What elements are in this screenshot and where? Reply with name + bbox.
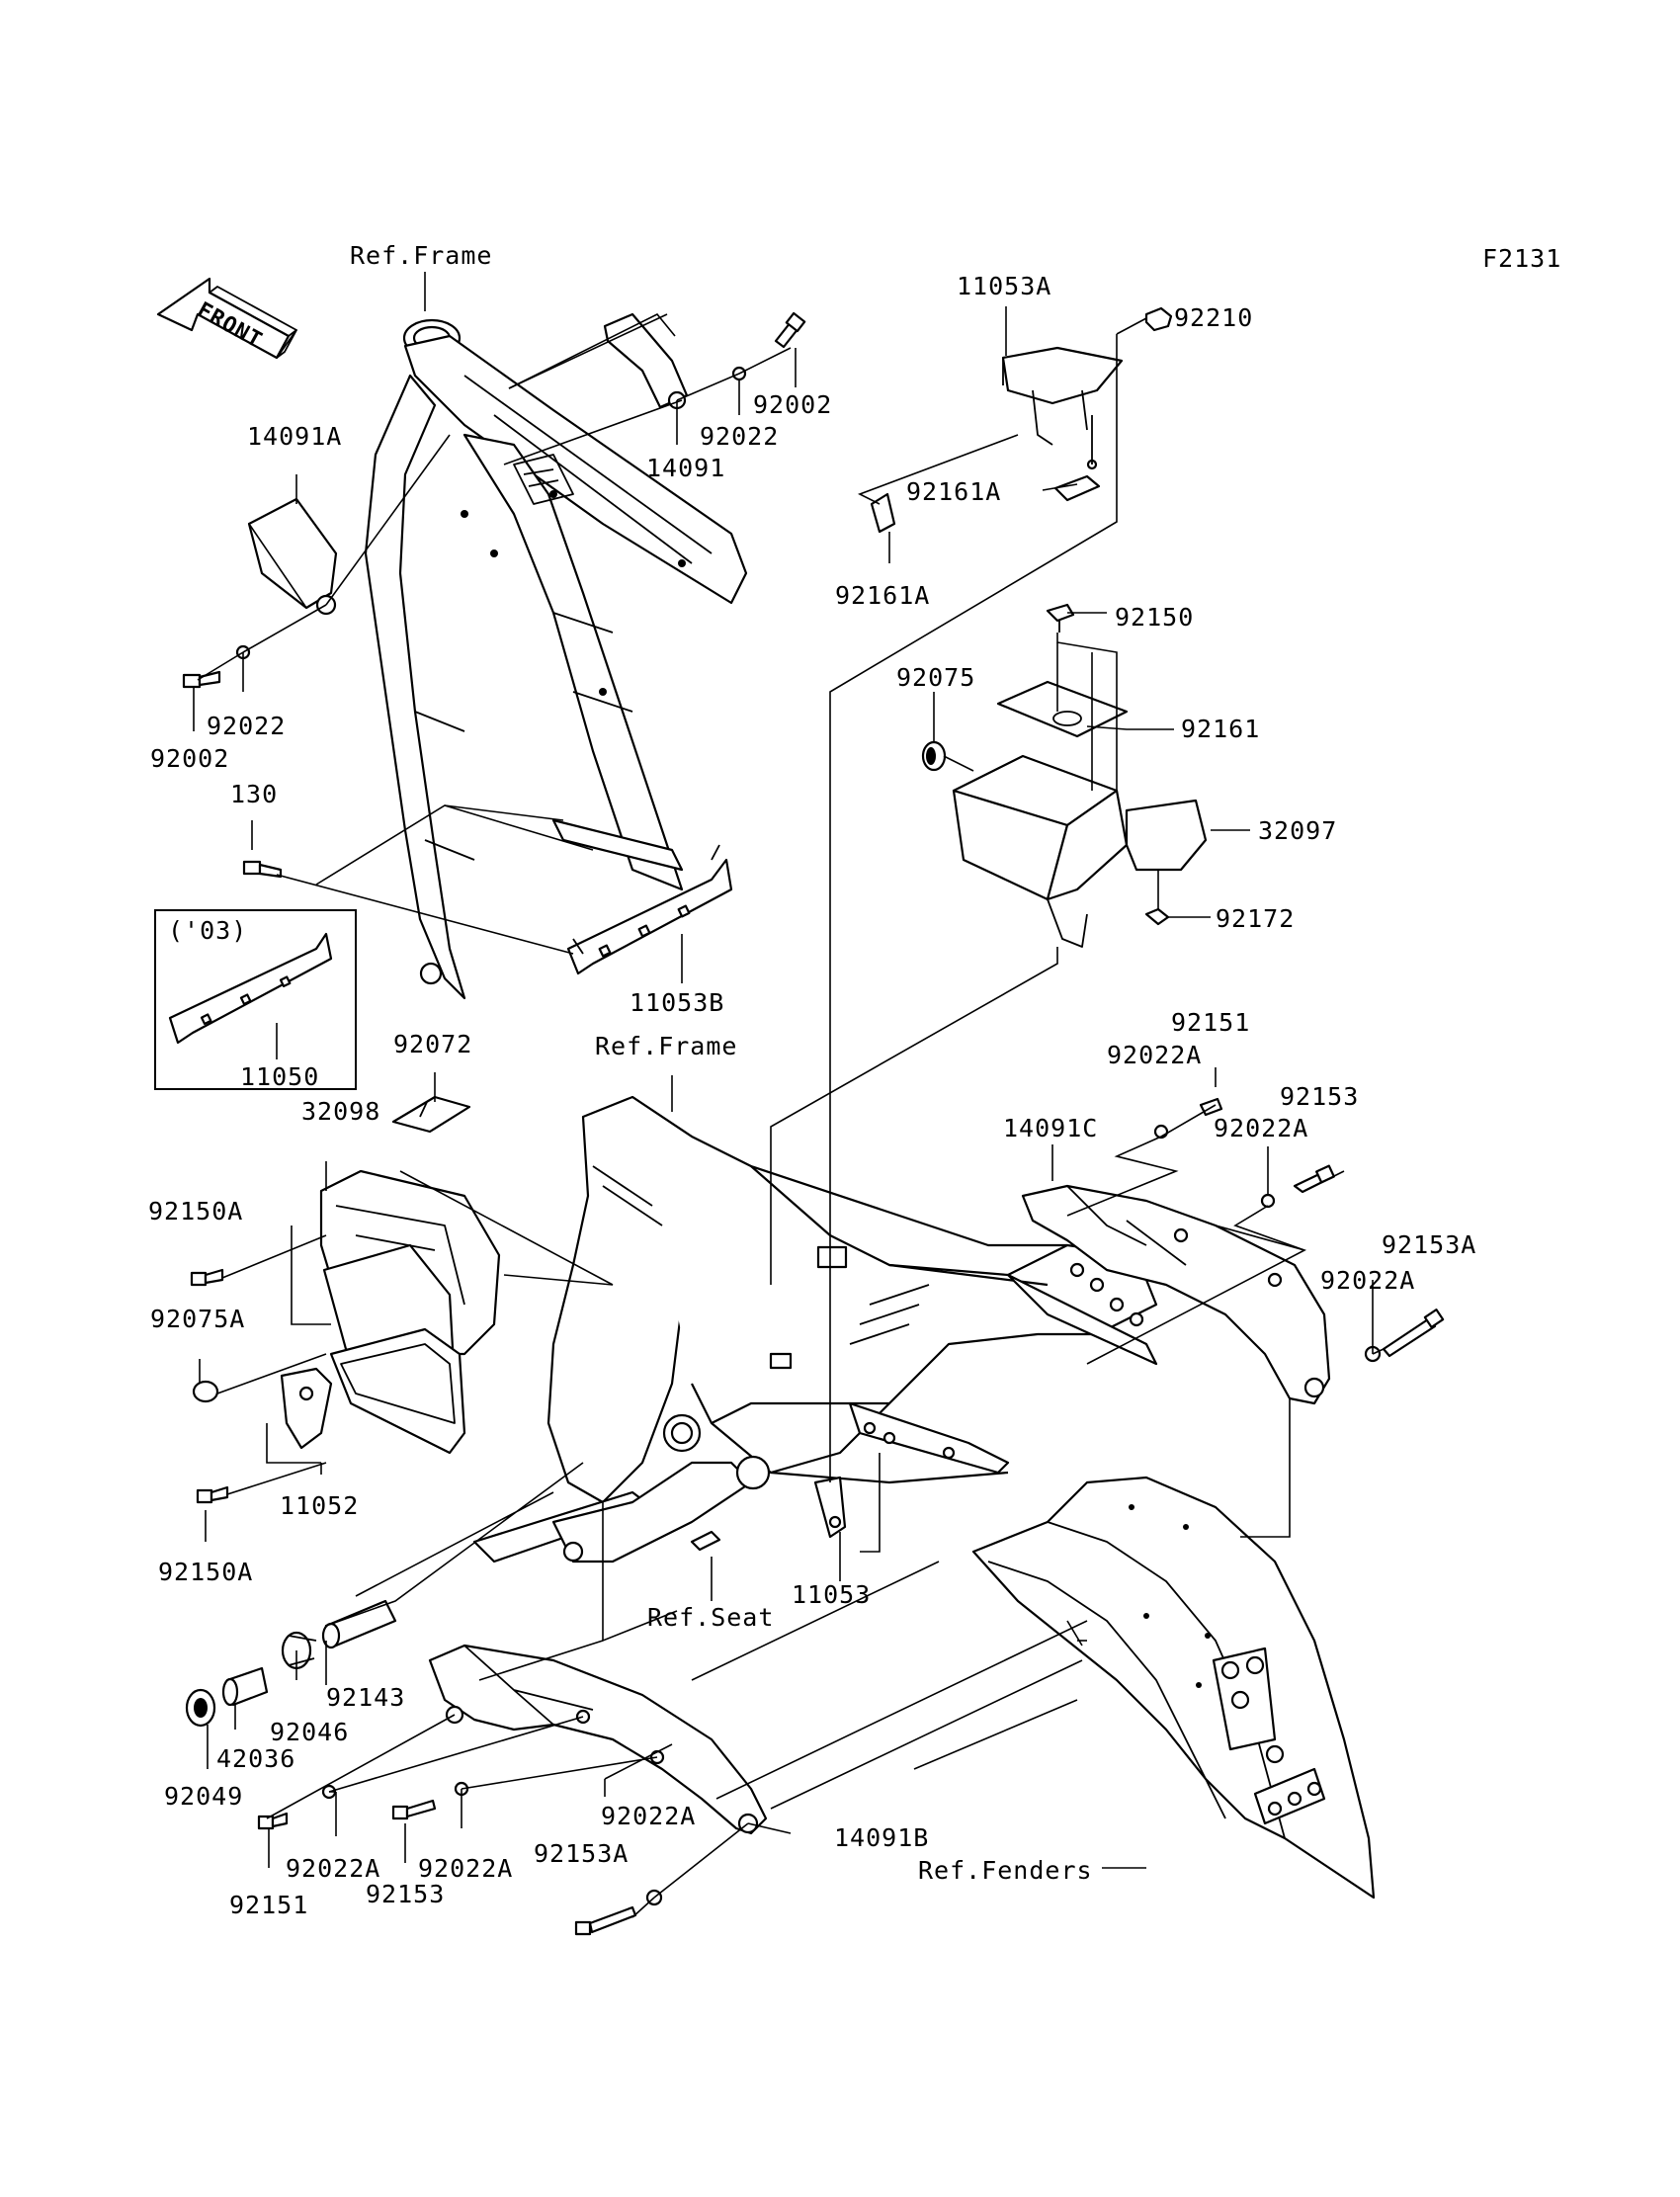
sleeve-42036 — [221, 1666, 269, 1707]
ref-frame-top-label: Ref.Frame — [350, 241, 492, 270]
label-11053: 11053 — [792, 1580, 871, 1609]
label-92002-top: 92002 — [753, 390, 832, 419]
ref-seat-label: Ref.Seat — [647, 1603, 774, 1632]
bolt-92150A-upper — [190, 1268, 224, 1287]
label-14091: 14091 — [646, 454, 725, 482]
nut-92210 — [1144, 306, 1173, 332]
label-11053B: 11053B — [630, 988, 724, 1017]
cover-14091C — [1021, 1184, 1331, 1405]
label-92022A-lower: 92022A — [418, 1854, 513, 1883]
cover-14091B — [428, 1644, 768, 1835]
label-92022A-mid: 92022A — [601, 1802, 696, 1830]
bolt-92002-left — [182, 670, 221, 689]
bolt-92150A-lower — [196, 1485, 229, 1504]
figure-code: F2131 — [1482, 244, 1561, 273]
label-11053A: 11053A — [957, 272, 1051, 300]
label-92002-left: 92002 — [150, 744, 229, 773]
label-14091C: 14091C — [1003, 1114, 1098, 1142]
bracket-11050 — [168, 932, 333, 1045]
clip-92161A-right — [1053, 474, 1101, 502]
bracket-14091A — [247, 497, 338, 616]
bracket-11053B — [566, 844, 733, 975]
label-92022-top: 92022 — [700, 422, 779, 451]
lower-frame-drawing — [472, 1095, 1158, 1563]
bolt-92153-left — [391, 1799, 437, 1820]
bracket-11053A — [1001, 346, 1124, 470]
washer-92022A-right — [1260, 1193, 1276, 1209]
label-92151-right: 92151 — [1171, 1008, 1250, 1037]
label-92022A-left: 92022A — [286, 1854, 380, 1883]
inset-year-label: ('03) — [168, 916, 247, 945]
bolt-92151-left — [257, 1812, 289, 1830]
label-42036: 42036 — [216, 1744, 295, 1773]
label-92022-left: 92022 — [207, 712, 286, 740]
label-92075: 92075 — [896, 663, 975, 692]
bolt-ref-seat — [690, 1530, 721, 1552]
label-92046: 92046 — [270, 1718, 349, 1746]
bracket-11052 — [280, 1367, 333, 1450]
label-92153A-right: 92153A — [1382, 1230, 1476, 1259]
battery-case-32097 — [952, 754, 1208, 948]
label-92022A-far-right: 92022A — [1320, 1266, 1415, 1295]
label-92022A-right: 92022A — [1214, 1114, 1308, 1142]
grommet-92075 — [921, 740, 947, 772]
bolt-130 — [242, 860, 283, 879]
label-92172: 92172 — [1216, 904, 1295, 933]
label-92150: 92150 — [1115, 603, 1194, 632]
plate-92161 — [996, 680, 1129, 738]
ref-frame-mid-label: Ref.Frame — [595, 1032, 737, 1060]
label-11050: 11050 — [240, 1062, 319, 1091]
label-11052: 11052 — [280, 1491, 359, 1520]
label-92075A: 92075A — [150, 1305, 245, 1333]
bolt-92150 — [1046, 603, 1075, 633]
label-130: 130 — [230, 780, 278, 808]
front-arrow-icon: FRONT — [156, 277, 297, 360]
label-92153-left: 92153 — [366, 1880, 445, 1908]
grommet-92075A — [192, 1380, 219, 1403]
label-92072: 92072 — [393, 1030, 472, 1058]
bolt-92002-upper — [774, 311, 806, 349]
label-92161A-right: 92161A — [906, 477, 1001, 506]
bracket-14091 — [603, 312, 689, 410]
label-92210: 92210 — [1174, 303, 1253, 332]
bracket-11053 — [813, 1476, 847, 1539]
rear-fender — [971, 1476, 1376, 1900]
label-14091A: 14091A — [247, 422, 342, 451]
upper-frame-drawing — [364, 318, 748, 1000]
seal-92049 — [185, 1688, 216, 1728]
plate-92072 — [391, 1095, 471, 1134]
label-92150A-lower: 92150A — [158, 1558, 253, 1586]
label-92161A-left: 92161A — [835, 581, 930, 610]
label-92151-left: 92151 — [229, 1891, 308, 1919]
label-32098: 32098 — [301, 1097, 380, 1126]
bolt-92172 — [1144, 907, 1170, 926]
label-92049: 92049 — [164, 1782, 243, 1811]
leader-lines — [193, 272, 1385, 1918]
collar-92143 — [321, 1599, 397, 1649]
label-92150A-upper: 92150A — [148, 1197, 243, 1225]
bearing-92046 — [281, 1631, 317, 1670]
label-32097: 32097 — [1258, 816, 1337, 845]
side-cover-32098 — [319, 1169, 501, 1455]
label-92153A-left: 92153A — [534, 1839, 629, 1868]
pad-92161A-left — [870, 492, 896, 534]
bolt-92153A-right — [1382, 1309, 1445, 1358]
bolt-92153A-left — [574, 1905, 637, 1936]
inset-box-03 — [154, 909, 357, 1090]
label-92143: 92143 — [326, 1683, 405, 1712]
label-92153-right: 92153 — [1280, 1082, 1359, 1111]
label-14091B: 14091B — [834, 1823, 929, 1852]
ref-fenders-label: Ref.Fenders — [918, 1856, 1093, 1885]
label-92161: 92161 — [1181, 715, 1260, 743]
label-92022A-top: 92022A — [1107, 1041, 1202, 1069]
callout-labels: F2131 Ref.Frame 11053A 92210 92002 92022… — [148, 241, 1561, 1919]
